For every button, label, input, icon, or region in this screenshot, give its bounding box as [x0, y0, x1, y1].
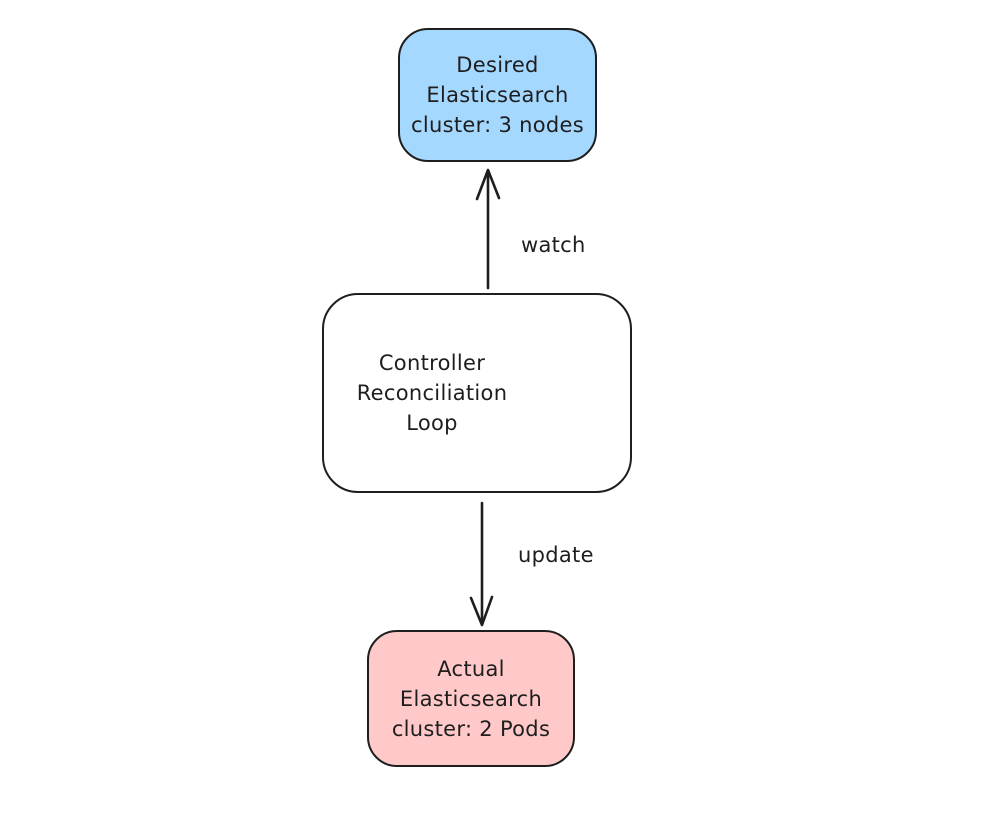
watch-arrow-icon: [475, 168, 501, 290]
node-desired-cluster: Desired Elasticsearch cluster: 3 nodes: [398, 28, 597, 162]
node-controller-loop-label: Controller Reconciliation Loop: [356, 351, 508, 435]
node-desired-cluster-label: Desired Elasticsearch cluster: 3 nodes: [411, 53, 584, 137]
update-arrow-icon: [469, 501, 494, 627]
edge-label-update: update: [518, 543, 594, 567]
node-actual-cluster-label: Actual Elasticsearch cluster: 2 Pods: [391, 656, 551, 741]
node-controller-loop: Controller Reconciliation Loop: [322, 293, 632, 493]
edge-label-watch: watch: [521, 233, 586, 257]
node-actual-cluster: Actual Elasticsearch cluster: 2 Pods: [367, 630, 575, 767]
